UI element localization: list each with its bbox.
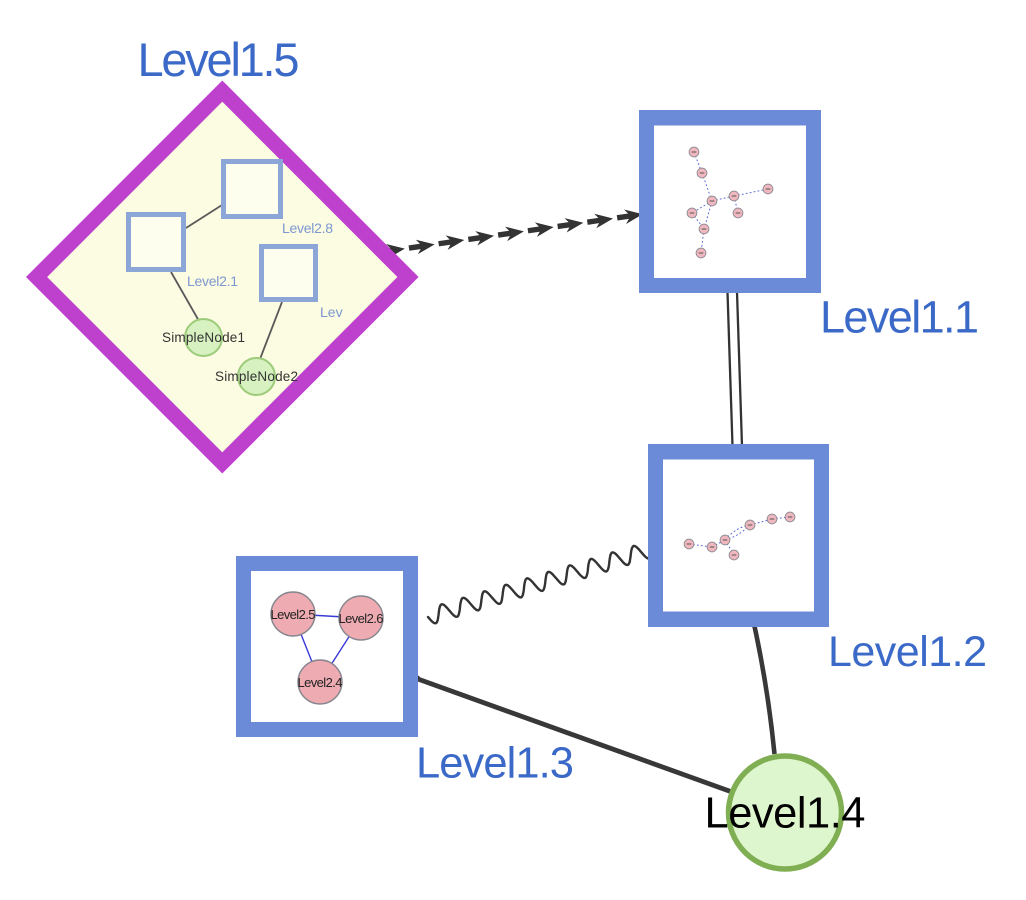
svg-text:Lev: Lev (320, 304, 343, 320)
svg-text:Level2.1: Level2.1 (187, 273, 238, 289)
svg-text:Level1.1: Level1.1 (820, 292, 979, 343)
svg-text:Level1.2: Level1.2 (828, 628, 987, 676)
svg-text:Level1.3: Level1.3 (416, 740, 574, 788)
svg-text:Level2.6: Level2.6 (339, 611, 384, 626)
svg-text:Level2.8: Level2.8 (282, 220, 333, 236)
svg-text:Level2.4: Level2.4 (298, 675, 343, 690)
svg-text:SimpleNode2: SimpleNode2 (215, 369, 298, 384)
svg-text:Level1.4: Level1.4 (705, 790, 866, 838)
svg-text:Level2.5: Level2.5 (271, 607, 316, 622)
svg-text:Level1.5: Level1.5 (138, 33, 300, 86)
svg-text:SimpleNode1: SimpleNode1 (162, 330, 245, 345)
